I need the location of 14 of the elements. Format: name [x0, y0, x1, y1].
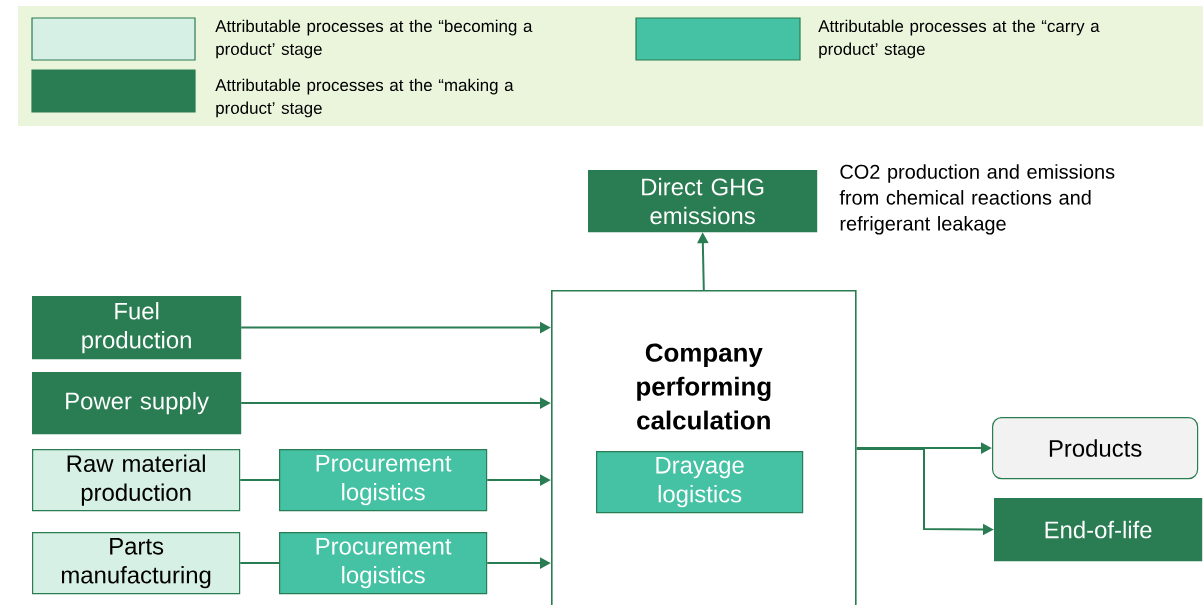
output-box: Products [992, 417, 1199, 480]
legend-text: Attributable processes at the “making a product’ stage [215, 78, 514, 118]
process-box: Fuel production [32, 296, 242, 360]
note-text: CO2 production and emissions from chemical reactions and refrigerant leakage [839, 164, 1115, 235]
process-box: Raw material production [32, 449, 241, 512]
legend-text: Attributable processes at the “becoming a product’ stage [215, 19, 533, 59]
process-box: Direct GHG emissions [588, 170, 818, 233]
logistics-box: Procurement logistics [279, 449, 488, 512]
logistics-box: Drayage logistics [596, 451, 804, 514]
legend-text: Attributable processes at the “carry a product’ stage [818, 19, 1100, 59]
logistics-box: Procurement logistics [279, 532, 488, 595]
process-box: Power supply [32, 372, 242, 435]
process-box: Parts manufacturing [32, 532, 241, 595]
process-box: End-of-life [994, 498, 1203, 562]
